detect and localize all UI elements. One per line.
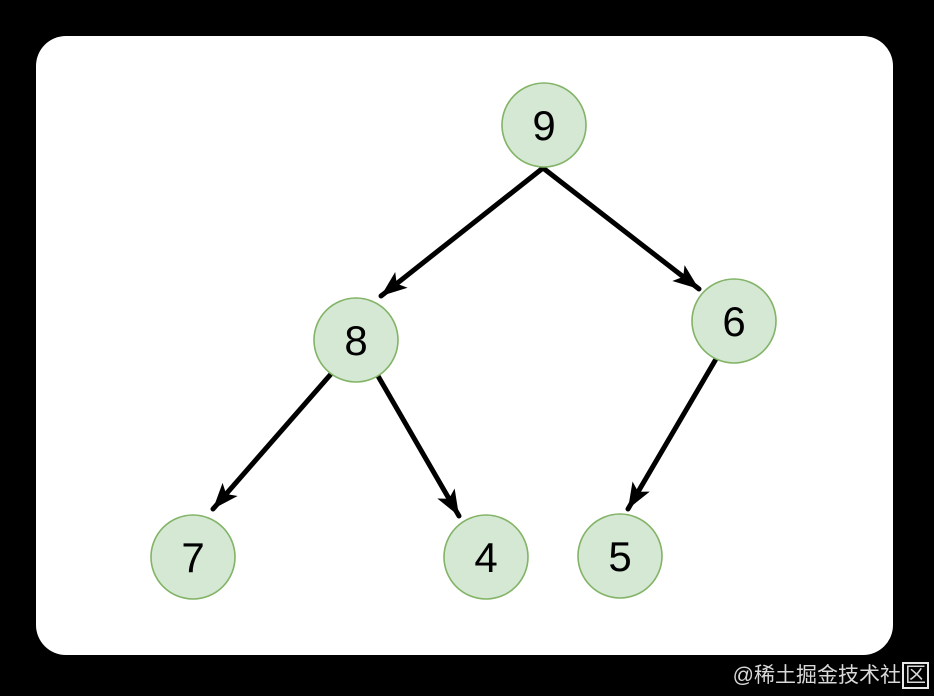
tree-node-8-label: 8 xyxy=(344,317,367,364)
tree-node-9 xyxy=(501,82,587,168)
edge-9-to-8 xyxy=(378,165,546,299)
edge-8-to-4 xyxy=(375,373,462,519)
tree-node-8 xyxy=(313,297,399,383)
tree-node-6-label: 6 xyxy=(722,298,745,345)
tree-node-5 xyxy=(577,513,663,599)
watermark-text: @稀土掘金技术社 xyxy=(732,663,901,687)
tree-node-4 xyxy=(443,514,529,600)
watermark-boxed-char: 区 xyxy=(902,661,929,689)
tree-node-7 xyxy=(150,514,236,600)
edge-8-to-7 xyxy=(210,371,334,512)
tree-node-4-label: 4 xyxy=(474,534,497,581)
edge-9-to-6 xyxy=(540,165,702,292)
watermark: @稀土掘金技术社区 xyxy=(732,661,929,689)
tree-node-5-label: 5 xyxy=(608,533,631,580)
tree-node-9-label: 9 xyxy=(532,102,555,149)
tree-node-7-label: 7 xyxy=(181,534,204,581)
edge-6-to-5 xyxy=(625,356,719,512)
tree-node-6 xyxy=(691,278,777,364)
